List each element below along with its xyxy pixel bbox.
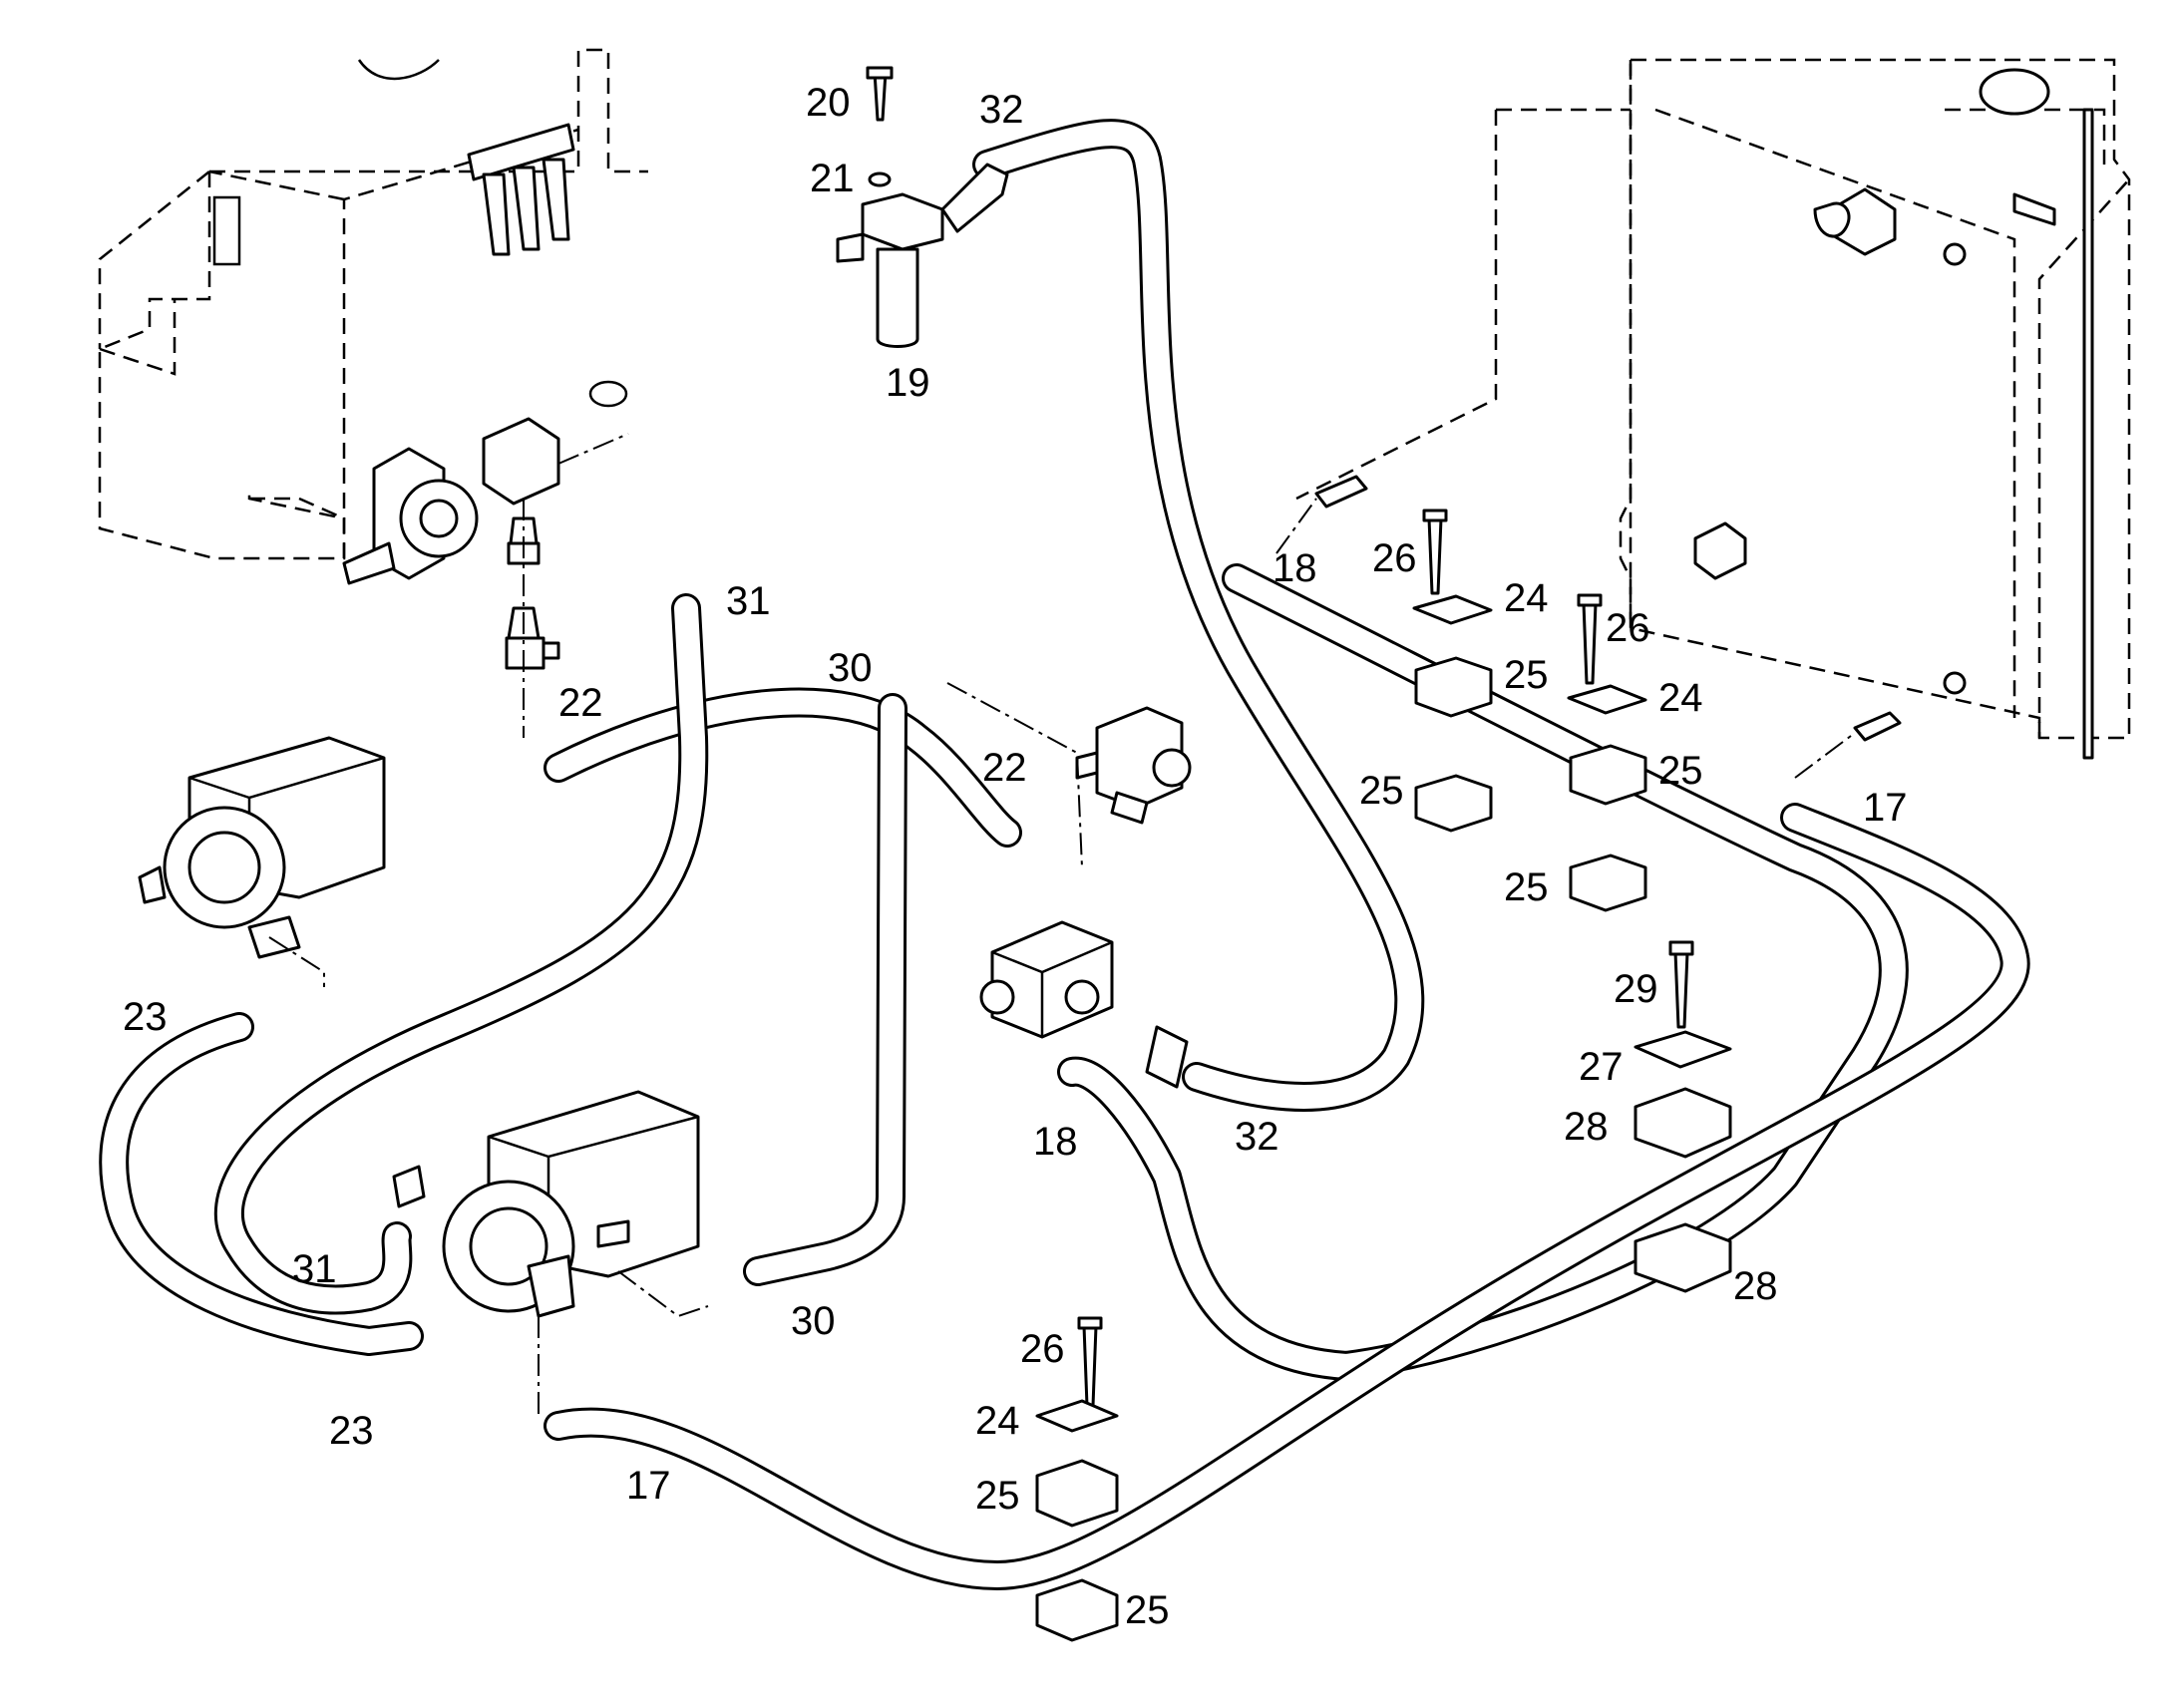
callout-17: 17	[1863, 786, 1908, 830]
clamp-set-right	[1634, 940, 1732, 1293]
callout-25: 25	[1504, 653, 1549, 697]
callout-30: 30	[791, 1299, 836, 1343]
callout-28: 28	[1733, 1264, 1778, 1308]
callout-18: 18	[1033, 1120, 1078, 1164]
callout-23: 23	[329, 1409, 374, 1453]
callout-24: 24	[1504, 576, 1549, 620]
callout-32: 32	[1235, 1115, 1279, 1159]
clamp-set-upper	[1412, 509, 1647, 912]
callout-26: 26	[1020, 1327, 1065, 1371]
clamp-set-lower	[1035, 1316, 1119, 1642]
callout-28: 28	[1564, 1105, 1609, 1149]
callout-30: 30	[828, 646, 873, 690]
pump-upper-left	[138, 736, 386, 987]
callout-25: 25	[1504, 865, 1549, 909]
radiator-fittings	[1275, 475, 1902, 779]
callout-20: 20	[806, 81, 851, 125]
fitting-stack-22	[505, 499, 560, 738]
callout-26: 26	[1372, 536, 1417, 580]
callout-25: 25	[975, 1474, 1020, 1518]
engine-pump-flange	[342, 380, 629, 585]
valve-block-centre	[979, 920, 1189, 1089]
callout-25: 25	[1658, 749, 1703, 793]
callout-31: 31	[292, 1247, 337, 1291]
callout-27: 27	[1579, 1045, 1624, 1089]
engine-block	[98, 48, 648, 560]
callout-24: 24	[1658, 676, 1703, 720]
callout-22: 22	[558, 681, 603, 725]
valve-block-upper	[946, 682, 1192, 868]
callout-24: 24	[975, 1399, 1020, 1443]
callout-21: 21	[810, 157, 855, 200]
callout-17: 17	[626, 1464, 671, 1508]
callout-25: 25	[1359, 769, 1404, 813]
callout-25: 25	[1125, 1588, 1170, 1632]
callout-32: 32	[979, 88, 1024, 132]
callout-18: 18	[1272, 546, 1317, 590]
pump-lower-centre	[392, 1090, 709, 1416]
filter-19	[836, 66, 1009, 348]
callout-26: 26	[1606, 606, 1650, 650]
callout-19: 19	[886, 361, 930, 405]
callout-23: 23	[123, 995, 168, 1039]
callout-22: 22	[982, 746, 1027, 790]
hoses	[99, 119, 2030, 1590]
callout-29: 29	[1614, 967, 1658, 1011]
radiator	[1295, 58, 2131, 760]
callout-31: 31	[726, 579, 771, 623]
callout-labels: 20 21 19 32 31 22 30 22 18 26 24 25 26 2…	[123, 81, 1908, 1632]
